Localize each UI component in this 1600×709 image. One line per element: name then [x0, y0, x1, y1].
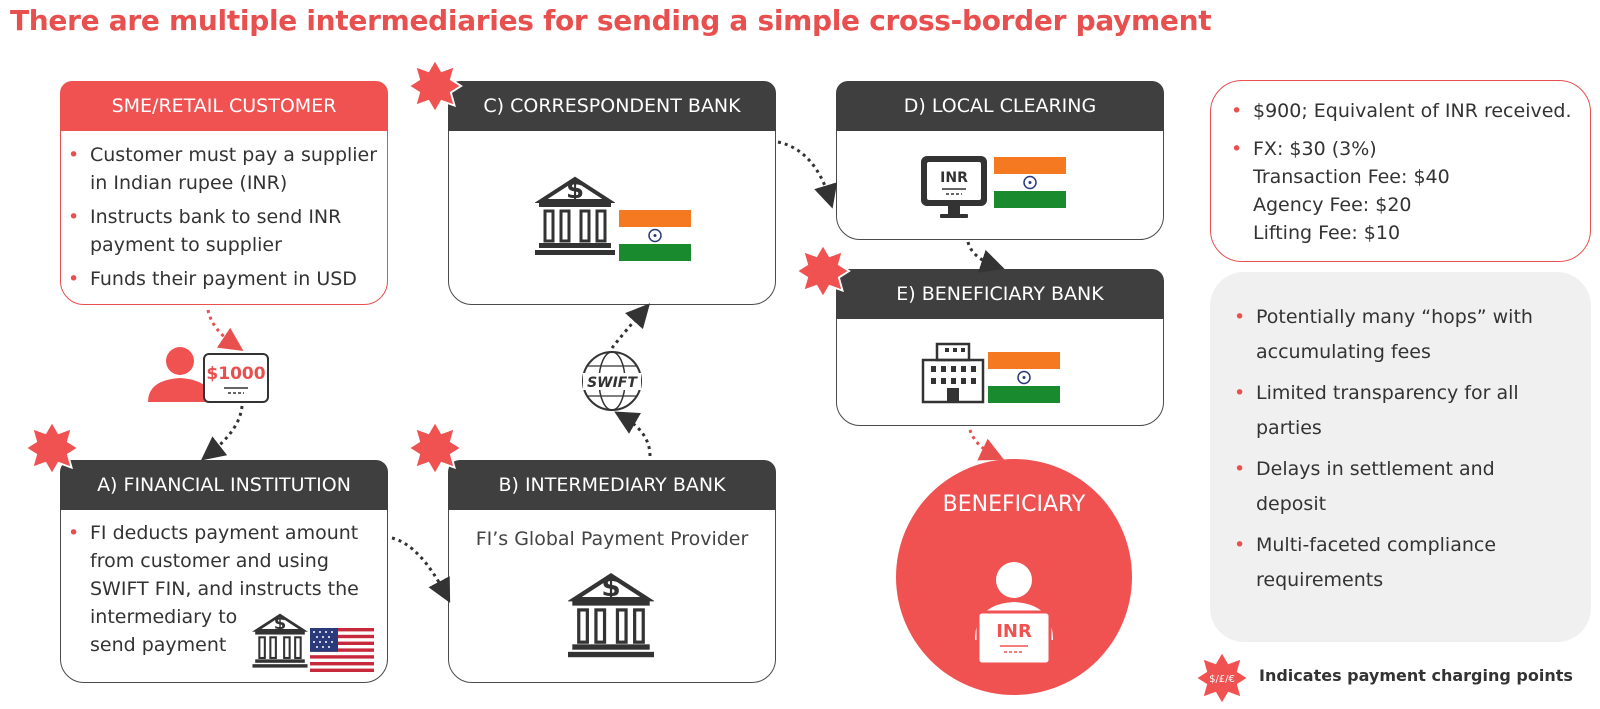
arrow-swift-to-correspondent [610, 303, 651, 349]
customer-bullet: Customer must pay a supplier in Indian r… [62, 141, 382, 197]
correspondent-bank-box [448, 130, 776, 305]
local-clearing-header: D) LOCAL CLEARING [836, 81, 1164, 131]
fee-line: Transaction Fee: $40 [1253, 166, 1450, 188]
intermediary-bank-subtitle: FI’s Global Payment Provider [475, 528, 749, 550]
beneficiary-label: BENEFICIARY [942, 492, 1086, 517]
fees-received: $900; Equivalent of INR received. [1225, 97, 1572, 125]
customer-person-icon [148, 347, 212, 402]
customer-header: SME/RETAIL CUSTOMER [60, 81, 388, 131]
arrow-correspondent-to-clearing [777, 140, 838, 209]
issue-item: Potentially many “hops” with accumulatin… [1228, 300, 1568, 370]
fi-line: intermediary to [90, 606, 238, 628]
swift-label: SWIFT [587, 375, 638, 391]
issues-list: Potentially many “hops” with accumulatin… [1228, 300, 1568, 604]
customer-bullet: Funds their payment in USD [62, 265, 382, 293]
payment-amount-label: $1000 [206, 364, 265, 384]
fee-line: Agency Fee: $20 [1253, 194, 1412, 216]
local-clearing-box [836, 130, 1164, 240]
payment-card-icon: $1000 [203, 353, 269, 403]
fi-line: from customer and using [90, 550, 329, 572]
issues-box: Potentially many “hops” with accumulatin… [1210, 272, 1591, 642]
arrow-card-to-fi [200, 405, 244, 461]
fi-line: SWIFT FIN, and instructs the [90, 578, 359, 600]
legend-text: Indicates payment charging points [1259, 666, 1573, 685]
fee-line: FX: $30 (3%) [1253, 138, 1377, 160]
beneficiary-bank-box [836, 318, 1164, 426]
customer-bullet: Instructs bank to send INR payment to su… [62, 203, 382, 259]
fees-box: $900; Equivalent of INR received. FX: $3… [1210, 80, 1591, 262]
customer-bullets: Customer must pay a supplier in Indian r… [62, 141, 382, 293]
arrow-beneficiary-bank-to-beneficiary [968, 429, 1005, 461]
legend-star-label: $/£/€ [1209, 674, 1235, 685]
fi-bullet: FI deducts payment amount from customer … [62, 519, 392, 659]
swift-globe-icon: SWIFT [582, 351, 642, 411]
legend-star-icon: $/£/€ [1194, 650, 1250, 706]
intermediary-bank-header: B) INTERMEDIARY BANK [448, 460, 776, 510]
arrow-fi-to-intermediary [391, 536, 451, 603]
beneficiary-bank-header: E) BENEFICIARY BANK [836, 269, 1164, 319]
issue-item: Delays in settlement and deposit [1228, 452, 1568, 522]
financial-institution-bullets: FI deducts payment amount from customer … [62, 519, 392, 659]
fee-line: Lifting Fee: $10 [1253, 222, 1401, 244]
fees-breakdown: FX: $30 (3%) Transaction Fee: $40 Agency… [1225, 135, 1572, 247]
page-title: There are multiple intermediaries for se… [10, 4, 1212, 37]
issue-item: Multi-faceted compliance requirements [1228, 528, 1568, 598]
fi-line: FI deducts payment amount [90, 522, 359, 544]
correspondent-bank-header: C) CORRESPONDENT BANK [448, 81, 776, 131]
arrow-customer-to-card [206, 309, 244, 351]
fi-line: send payment [90, 634, 227, 656]
arrow-intermediary-to-swift [614, 411, 652, 457]
arrow-clearing-to-beneficiary-bank [966, 241, 1005, 273]
financial-institution-header: A) FINANCIAL INSTITUTION [60, 460, 388, 510]
fees-list: $900; Equivalent of INR received. FX: $3… [1225, 97, 1572, 247]
issue-item: Limited transparency for all parties [1228, 376, 1568, 446]
